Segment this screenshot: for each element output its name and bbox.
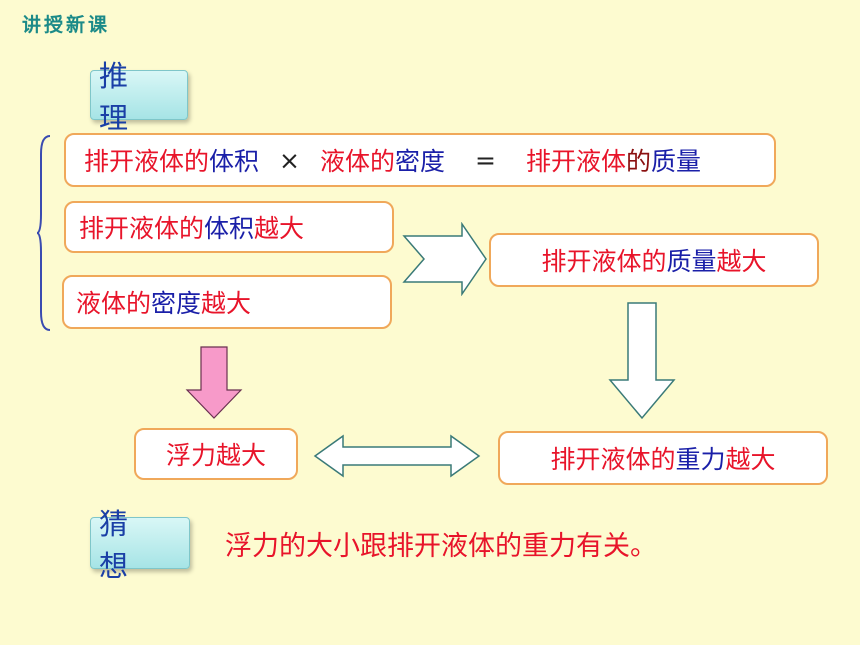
- formula-part3: 液体的: [319, 147, 395, 176]
- equals-sign: =: [475, 145, 496, 175]
- reasoning-tag: 推 理: [90, 59, 188, 135]
- weight-text-c: 越大: [725, 445, 776, 474]
- hollow-down-arrow: [608, 302, 676, 420]
- volume-text-a: 排开液体的: [79, 214, 205, 243]
- curly-brace: [36, 135, 51, 331]
- mass-box: 排开液体的 质量 越大: [489, 233, 819, 287]
- volume-text-b: 体积: [204, 214, 255, 243]
- density-text-b: 密度: [151, 289, 202, 318]
- chevron-right-arrow: [402, 222, 487, 296]
- density-box: 液体的 密度 越大: [62, 275, 392, 329]
- mass-text-c: 越大: [716, 247, 767, 276]
- weight-text-b: 重力: [675, 445, 726, 474]
- guess-tag: 猜 想: [90, 507, 190, 583]
- pink-down-arrow: [185, 346, 243, 419]
- buoyancy-text: 浮力越大: [165, 441, 266, 470]
- density-text-a: 液体的: [76, 289, 152, 318]
- header-title: 讲授新课: [22, 14, 111, 36]
- buoyancy-box: 浮力越大: [134, 428, 298, 480]
- mass-text-b: 质量: [666, 247, 717, 276]
- conclusion-text: 浮力的大小跟排开液体的重力有关。: [225, 531, 657, 562]
- times-sign: ×: [279, 145, 300, 175]
- formula-part7: 质量: [651, 147, 702, 176]
- formula-part4: 密度: [395, 147, 446, 176]
- formula-part6: 的: [625, 147, 651, 176]
- density-text-c: 越大: [201, 289, 252, 318]
- weight-box: 排开液体的 重力 越大: [498, 431, 828, 485]
- double-arrow: [313, 434, 481, 478]
- formula-part1: 排开液体的: [84, 147, 210, 176]
- formula-part5: 排开液体: [525, 147, 626, 176]
- formula-part2: 体积: [209, 147, 260, 176]
- volume-text-c: 越大: [254, 214, 305, 243]
- mass-text-a: 排开液体的: [541, 247, 667, 276]
- volume-box: 排开液体的 体积 越大: [64, 201, 394, 253]
- weight-text-a: 排开液体的: [550, 445, 676, 474]
- formula-box: 排开液体的 体积 × 液体的 密度 = 排开液体 的 质量: [64, 133, 776, 187]
